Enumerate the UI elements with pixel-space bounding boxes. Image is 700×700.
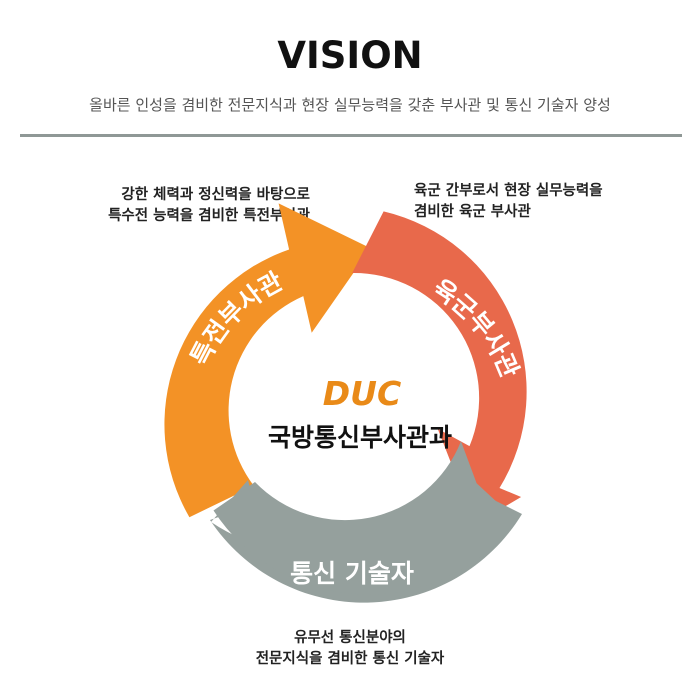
army-nco-description: 육군 간부로서 현장 실무능력을 겸비한 육군 부사관 (414, 181, 603, 223)
special-forces-description: 강한 체력과 정신력을 바탕으로 특수전 능력을 겸비한 특전부사관 (40, 185, 310, 227)
description-line: 유무선 통신분야의 (294, 630, 406, 646)
department-name: 국방통신부사관과 (268, 423, 452, 452)
description-line: 특수전 능력을 겸비한 특전부사관 (108, 208, 310, 224)
vision-subtitle: 올바른 인성을 겸비한 전문지식과 현장 실무능력을 갖춘 부사관 및 통신 기… (89, 96, 611, 114)
divider (20, 134, 682, 137)
segment-label-comm-technician: 통신 기술자 (290, 559, 414, 588)
description-line: 육군 간부로서 현장 실무능력을 (414, 183, 603, 199)
segment-army-nco (352, 211, 527, 525)
description-line: 강한 체력과 정신력을 바탕으로 (121, 187, 310, 203)
page-title: VISION (277, 34, 423, 77)
description-line: 전문지식을 겸비한 통신 기술자 (255, 651, 445, 667)
description-line: 겸비한 육군 부사관 (414, 204, 531, 220)
duc-logo: DUC (323, 374, 401, 413)
segment-comm-technician-body (213, 441, 517, 595)
segment-special-forces (164, 203, 371, 518)
comm-technician-description: 유무선 통신분야의 전문지식을 겸비한 통신 기술자 (150, 628, 550, 670)
